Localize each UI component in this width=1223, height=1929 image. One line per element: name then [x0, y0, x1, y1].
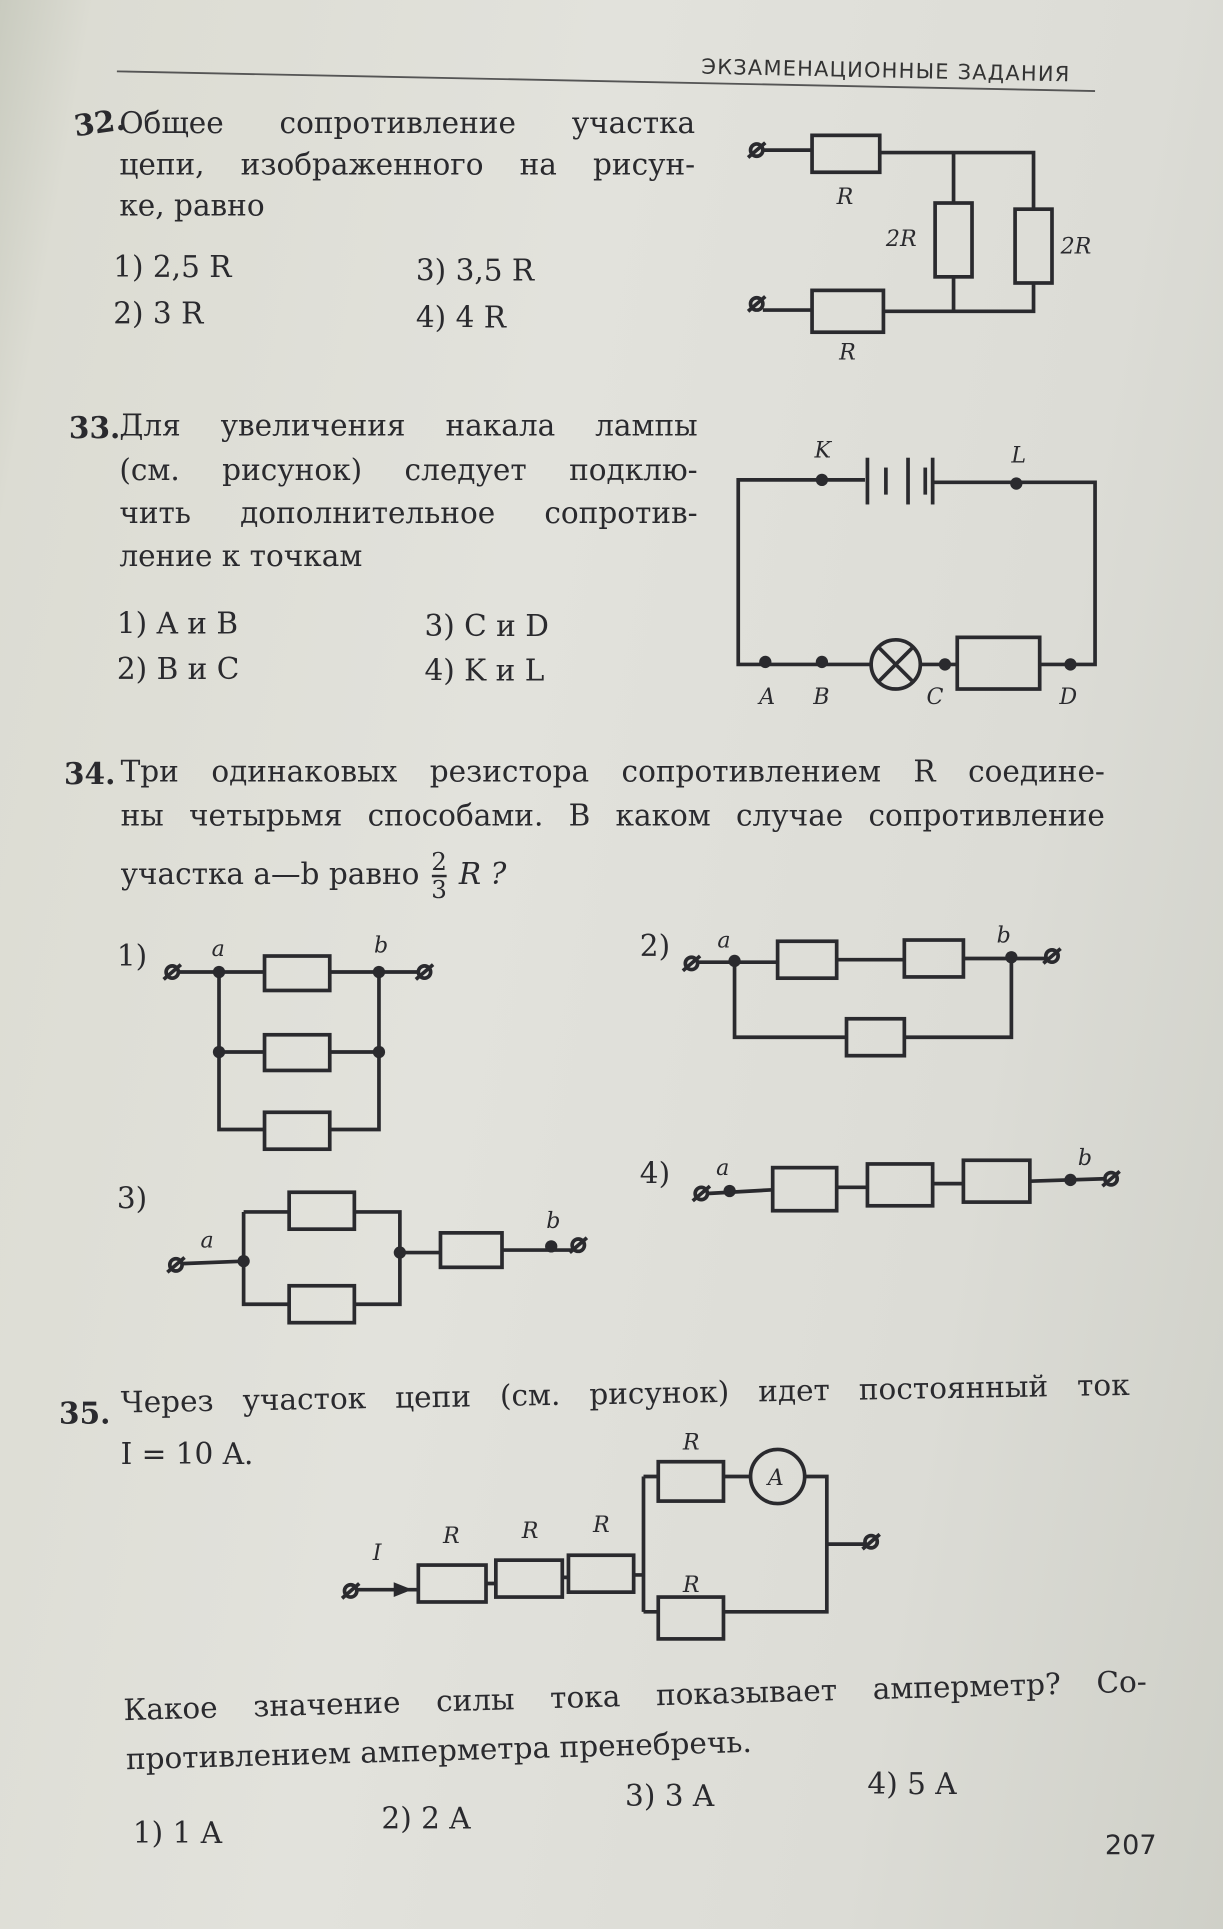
resistor [933, 201, 974, 279]
variant-label[interactable]: 3) [116, 1181, 148, 1216]
question-text: Для увеличения накала лампы [119, 408, 698, 443]
q34-circuit-4: a b [691, 1145, 1121, 1213]
q32-circuit: R 2R 2R R [746, 133, 1092, 365]
svg-text:A: A [766, 1465, 784, 1491]
answer-option[interactable]: 4) 4 R [415, 300, 506, 335]
question-text: Три одинаковых резистора сопротивлением … [120, 754, 1105, 789]
answer-option[interactable]: 3) C и D [424, 609, 549, 644]
terminal-a-label: a [212, 936, 225, 962]
variant-label[interactable]: 2) [639, 928, 671, 964]
current-arrow-icon [393, 1582, 413, 1598]
question-number: 35. [59, 1395, 111, 1431]
point-l-label: L [1010, 443, 1026, 469]
current-label: I [372, 1540, 383, 1566]
answer-option[interactable]: 4) 5 A [867, 1766, 957, 1802]
label-2r: 2R [1060, 233, 1092, 259]
answer-option[interactable]: 1) 2,5 R [113, 249, 232, 285]
battery-icon [865, 457, 935, 505]
page-number: 207 [1104, 1830, 1157, 1862]
q34-circuit-2: a b [681, 922, 1062, 1058]
point-b-label: B [812, 684, 829, 710]
label-r: R [682, 1572, 700, 1598]
variant-label[interactable]: 1) [116, 938, 148, 974]
question-number: 33. [68, 409, 121, 446]
answer-option[interactable]: 2) B и C [116, 652, 240, 687]
header-rule [116, 70, 1096, 92]
question-text: чить дополнительное сопротив- [119, 495, 698, 531]
fraction-denominator: 3 [431, 874, 447, 905]
answer-option[interactable]: 3) 3 A [625, 1779, 715, 1814]
point-a-label: A [757, 684, 775, 710]
answer-option[interactable]: 3) 3,5 R [415, 253, 535, 288]
question-text: (см. рисунок) следует подклю- [119, 452, 698, 488]
question-text: Общее сопротивление участка [119, 105, 696, 141]
point-d-label: D [1058, 684, 1077, 710]
terminal-a-label: a [717, 927, 730, 953]
answer-option[interactable]: 1) 1 A [132, 1816, 223, 1851]
resistor [810, 133, 882, 175]
answer-option[interactable]: 2) 2 A [381, 1801, 471, 1836]
q34-circuit-3: a b [166, 1190, 589, 1325]
label-r: R [838, 339, 856, 365]
question-text: ны четырьмя способами. В каком случае со… [120, 798, 1105, 833]
terminal-b-label: b [546, 1208, 560, 1234]
ammeter-icon: A [748, 1447, 807, 1506]
terminal-b-label: b [997, 922, 1011, 948]
question-text: цепи, изображенного на рисун- [119, 147, 696, 183]
label-r: R [682, 1429, 700, 1455]
variant-label[interactable]: 4) [639, 1156, 671, 1192]
terminal-b-label: b [1078, 1145, 1092, 1171]
answer-option[interactable]: 2) 3 R [113, 296, 204, 331]
question-text-part: R ? [458, 856, 507, 892]
resistor [955, 635, 1042, 691]
answer-option[interactable]: 4) K и L [424, 653, 545, 688]
label-2r: 2R [885, 226, 917, 252]
fraction-numerator: 2 [431, 846, 447, 878]
question-text: I = 10 A. [120, 1437, 254, 1472]
point-k-label: K [814, 438, 833, 464]
label-r: R [442, 1523, 460, 1549]
question-text: ление к точкам [119, 538, 363, 574]
q34-circuit-1: a b [162, 932, 435, 1152]
q33-circuit: K L A B C D [736, 438, 1097, 710]
q35-circuit: A I R R R R R [340, 1429, 881, 1641]
answer-option[interactable]: 1) A и B [116, 606, 239, 642]
label-r: R [592, 1512, 610, 1538]
resistor [810, 288, 886, 335]
resistor [1013, 207, 1054, 285]
question-text: ке, равно [119, 188, 265, 223]
question-text-part: участка a—b равно [120, 856, 420, 892]
terminal-a-label: a [716, 1155, 729, 1181]
point-c-label: C [926, 684, 943, 710]
lamp-icon [869, 637, 923, 691]
label-r: R [521, 1518, 539, 1544]
label-r: R [836, 184, 854, 210]
question-number: 34. [63, 755, 116, 792]
terminal-b-label: b [374, 932, 388, 958]
terminal-a-label: a [201, 1228, 214, 1254]
